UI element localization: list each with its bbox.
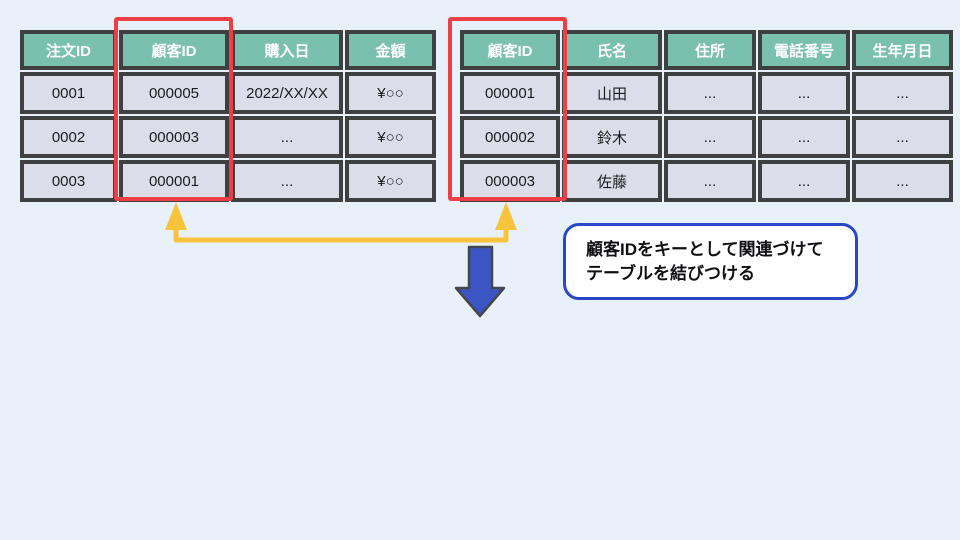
column-header: 顧客ID — [119, 30, 229, 70]
table-cell: ... — [758, 116, 850, 158]
table-cell: ... — [231, 160, 343, 202]
table-cell: 山田 — [562, 72, 662, 114]
table-cell: ¥○○ — [345, 160, 436, 202]
table-cell: ... — [852, 160, 953, 202]
table-cell: 2022/XX/XX — [231, 72, 343, 114]
column-header: 電話番号 — [758, 30, 850, 70]
column-header: 生年月日 — [852, 30, 953, 70]
column-header: 注文ID — [20, 30, 117, 70]
table-cell: ... — [664, 160, 756, 202]
column-header: 金額 — [345, 30, 436, 70]
table-cell: ... — [664, 72, 756, 114]
table-cell: 000003 — [119, 116, 229, 158]
table-cell: 鈴木 — [562, 116, 662, 158]
merge-down-arrow-icon — [454, 245, 506, 318]
table-cell: 0001 — [20, 72, 117, 114]
table-cell: ... — [231, 116, 343, 158]
annotation-line1: 顧客IDをキーとして関連づけて — [586, 240, 824, 260]
join-connector-arrow-icon — [165, 202, 517, 243]
table-cell: ... — [758, 160, 850, 202]
table-cell: ... — [758, 72, 850, 114]
table-cell: 佐藤 — [562, 160, 662, 202]
table-cell: ¥○○ — [345, 72, 436, 114]
annotation-line2: テーブルを結びつける — [586, 263, 755, 283]
table-cell: ... — [852, 72, 953, 114]
table-cell: 000005 — [119, 72, 229, 114]
table-cell: 000002 — [460, 116, 560, 158]
table-cell: ... — [664, 116, 756, 158]
table-cell: 000003 — [460, 160, 560, 202]
table-cell: ¥○○ — [345, 116, 436, 158]
column-header: 顧客ID — [460, 30, 560, 70]
column-header: 氏名 — [562, 30, 662, 70]
column-header: 購入日 — [231, 30, 343, 70]
table-cell: 000001 — [460, 72, 560, 114]
table-cell: 000001 — [119, 160, 229, 202]
table-cell: 0003 — [20, 160, 117, 202]
annotation-box: 顧客IDをキーとして関連づけて テーブルを結びつける — [563, 223, 858, 300]
table-cell: 0002 — [20, 116, 117, 158]
table-cell: ... — [852, 116, 953, 158]
column-header: 住所 — [664, 30, 756, 70]
